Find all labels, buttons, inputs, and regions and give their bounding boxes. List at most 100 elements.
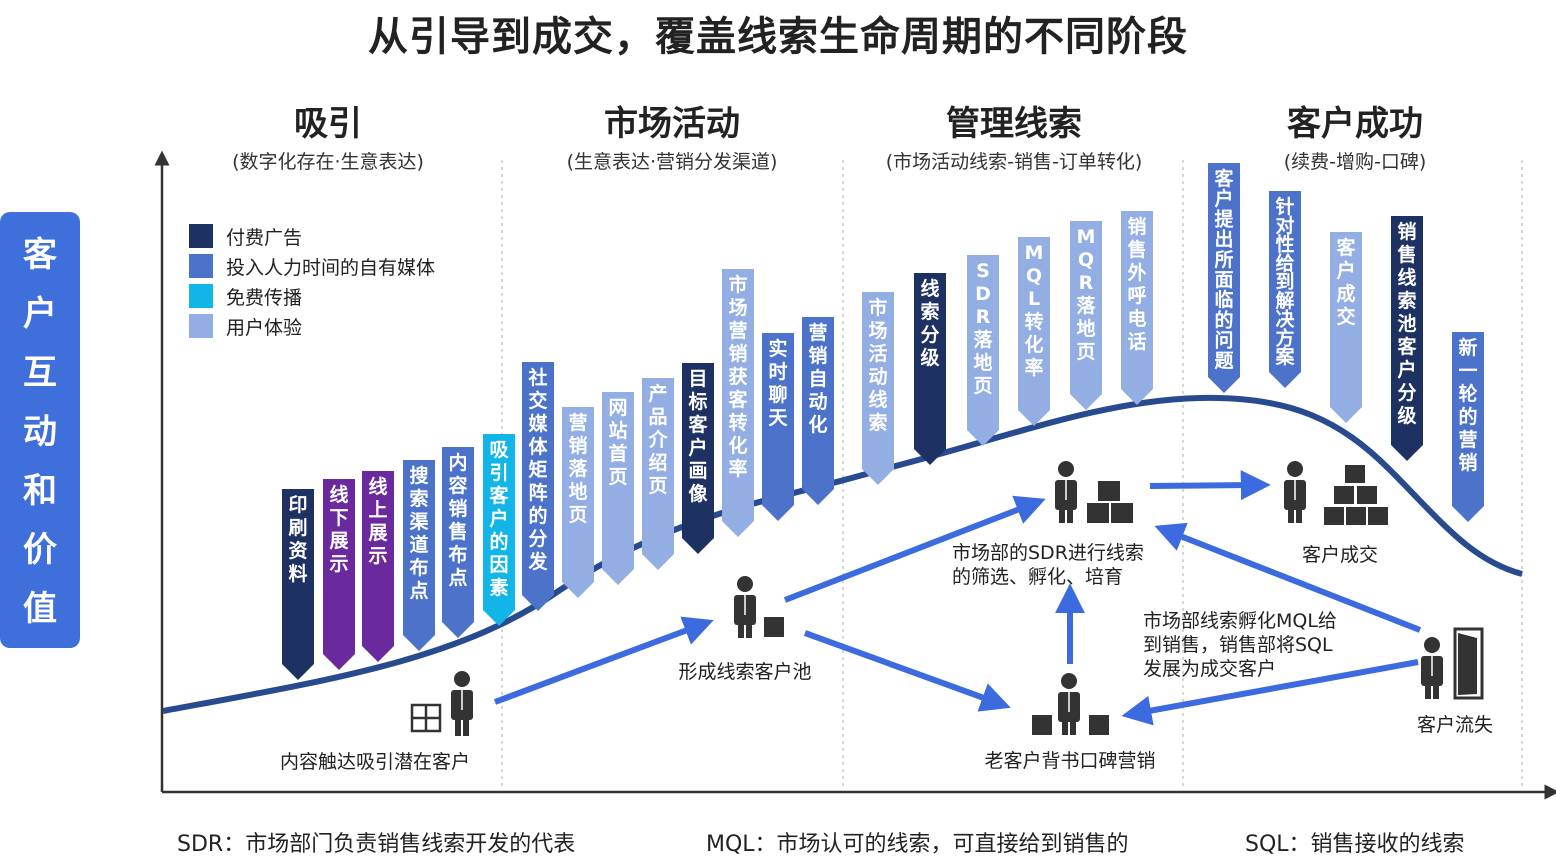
- node-label-referral: 老客户背书口碑营销: [984, 750, 1156, 772]
- lead-tag-label: 实时聊天: [768, 337, 788, 429]
- lead-tag-shape: [442, 447, 474, 638]
- mql-note-line: 到销售，销售部将SQL: [1143, 634, 1333, 656]
- lead-tag-label: 市场活动线索: [868, 296, 887, 434]
- lead-tag-shape: [1330, 232, 1362, 423]
- legend-label: 用户体验: [226, 317, 303, 339]
- lead-tag-label: 市场营销获客转化率: [728, 273, 748, 480]
- lead-tag-shape: [1018, 237, 1050, 426]
- lead-tag-shape: [642, 378, 674, 570]
- mql-note: 市场部线索孵化MQL给 到销售，销售部将SQL 发展为成交客户: [1143, 609, 1337, 681]
- lead-tag-shape: [802, 317, 834, 505]
- footnote-sdr: SDR：市场部门负责销售线索开发的代表: [177, 832, 576, 857]
- box-icon: [764, 617, 784, 637]
- lead-tag-shape: [682, 363, 714, 554]
- lead-tag-shape: [483, 434, 515, 626]
- lead-tag-label: 印刷资料: [288, 494, 307, 585]
- lead-tag: 线上展示: [362, 471, 394, 662]
- lead-tag-shape: [1208, 163, 1240, 393]
- side-label-char: 和: [23, 471, 57, 511]
- page-title: 从引导到成交，覆盖线索生命周期的不同阶段: [368, 14, 1188, 60]
- arrow-content-to-pool: [493, 616, 714, 705]
- lead-tag-shape: [1269, 191, 1301, 388]
- arrow-sdr-to-deal: [1149, 470, 1271, 501]
- lead-tag-shape: [323, 479, 355, 670]
- box-icon: [1032, 715, 1052, 735]
- lead-tag: 印刷资料: [282, 489, 314, 680]
- lead-tag: 社交媒体矩阵的分发: [522, 362, 554, 611]
- lead-tag-label: 客户成交: [1336, 236, 1356, 328]
- lead-tag: 营销自动化: [802, 317, 834, 505]
- lifecycle-curve: [162, 394, 1523, 714]
- stage-subtitle-success: (续费-增购-口碑): [1283, 151, 1427, 173]
- stage-subtitle-attract: (数字化存在·生意表达): [232, 151, 424, 173]
- tag-layer: 印刷资料线下展示线上展示搜索渠道布点内容销售布点吸引客户的因素社交媒体矩阵的分发…: [282, 163, 1484, 680]
- person-icon: [451, 671, 473, 736]
- lead-tag-label: 社交媒体矩阵的分发: [527, 366, 548, 573]
- lead-tag: 实时聊天: [762, 333, 794, 521]
- person-icon: [1058, 673, 1080, 735]
- boxes-icon: [1324, 465, 1388, 525]
- footnote-mql: MQL：市场认可的线索，可直接给到销售的: [706, 832, 1129, 857]
- side-label-char: 动: [23, 412, 57, 452]
- lead-tag: 产品介绍页: [642, 378, 674, 570]
- person-icon: [1284, 461, 1306, 523]
- arrow-churn-to-sdr: [1154, 522, 1422, 633]
- person-icon: [1055, 461, 1077, 523]
- lead-tag: 市场营销获客转化率: [722, 269, 754, 537]
- legend-swatch: [189, 224, 213, 248]
- lead-tag: 目标客户画像: [682, 363, 714, 554]
- lead-tag-label: 针对性给到解决方案: [1274, 195, 1295, 368]
- lead-tag-label: 营销自动化: [808, 321, 827, 436]
- lead-tag: 搜索渠道布点: [403, 460, 435, 651]
- lead-tag-shape: [562, 407, 594, 598]
- lead-tag: 营销落地页: [562, 407, 594, 598]
- window-icon: [410, 703, 442, 733]
- lead-tag-label: 线下展示: [329, 483, 348, 575]
- stage-title-leads: 管理线索: [946, 104, 1082, 144]
- box-icon: [1089, 715, 1109, 735]
- person-icon: [734, 576, 756, 638]
- lead-tag-label: 网站首页: [608, 397, 627, 488]
- lead-tag-shape: [522, 362, 554, 611]
- lead-tag: 销售线索池客户分级: [1391, 216, 1423, 461]
- lead-tag-shape: [1391, 216, 1423, 461]
- legend-swatch: [189, 254, 213, 278]
- mql-note-line: 市场部线索孵化MQL给: [1143, 610, 1337, 632]
- person-icon: [1421, 637, 1443, 699]
- legend-swatch: [189, 284, 213, 308]
- lead-tag: 客户提出所面临的问题: [1208, 163, 1240, 393]
- node-label-sdr: 市场部的SDR进行线索 的筛选、孵化、培育: [952, 541, 1144, 589]
- lead-tag-shape: [722, 269, 754, 537]
- lead-tag-label: 产品介绍页: [647, 382, 668, 497]
- lead-tag-label: 新一轮的营销: [1458, 336, 1477, 474]
- lead-tag-label: 线上展示: [368, 475, 387, 567]
- lead-tag-label: 目标客户画像: [688, 368, 708, 505]
- lead-tag-label: 销售线索池客户分级: [1396, 220, 1417, 427]
- lead-tag-shape: [282, 489, 314, 680]
- legend-label: 付费广告: [226, 227, 303, 249]
- arrow-pool-to-sdr: [783, 495, 1046, 603]
- lead-tag: 市场活动线索: [862, 292, 894, 485]
- lead-tag-label: 吸引客户的因素: [489, 439, 509, 599]
- mql-note-line: 发展为成交客户: [1143, 658, 1277, 680]
- side-label-char: 值: [23, 589, 57, 629]
- node-label-line: 的筛选、孵化、培育: [952, 566, 1124, 588]
- lead-tag-shape: [914, 273, 946, 465]
- node-label-deal: 客户成交: [1301, 544, 1378, 566]
- lead-tag: 线下展示: [323, 479, 355, 670]
- stage-title-attract: 吸引: [294, 104, 362, 144]
- lead-tag: 网站首页: [602, 392, 634, 585]
- stage-subtitle-leads: (市场活动线索-销售-订单转化): [885, 151, 1143, 173]
- node-label-churn: 客户流失: [1416, 714, 1493, 736]
- lead-tag: 针对性给到解决方案: [1269, 191, 1301, 388]
- side-label-char: 户: [23, 294, 57, 334]
- lead-tag-label: 客户提出所面临的问题: [1214, 167, 1234, 372]
- lead-tag-shape: [362, 471, 394, 662]
